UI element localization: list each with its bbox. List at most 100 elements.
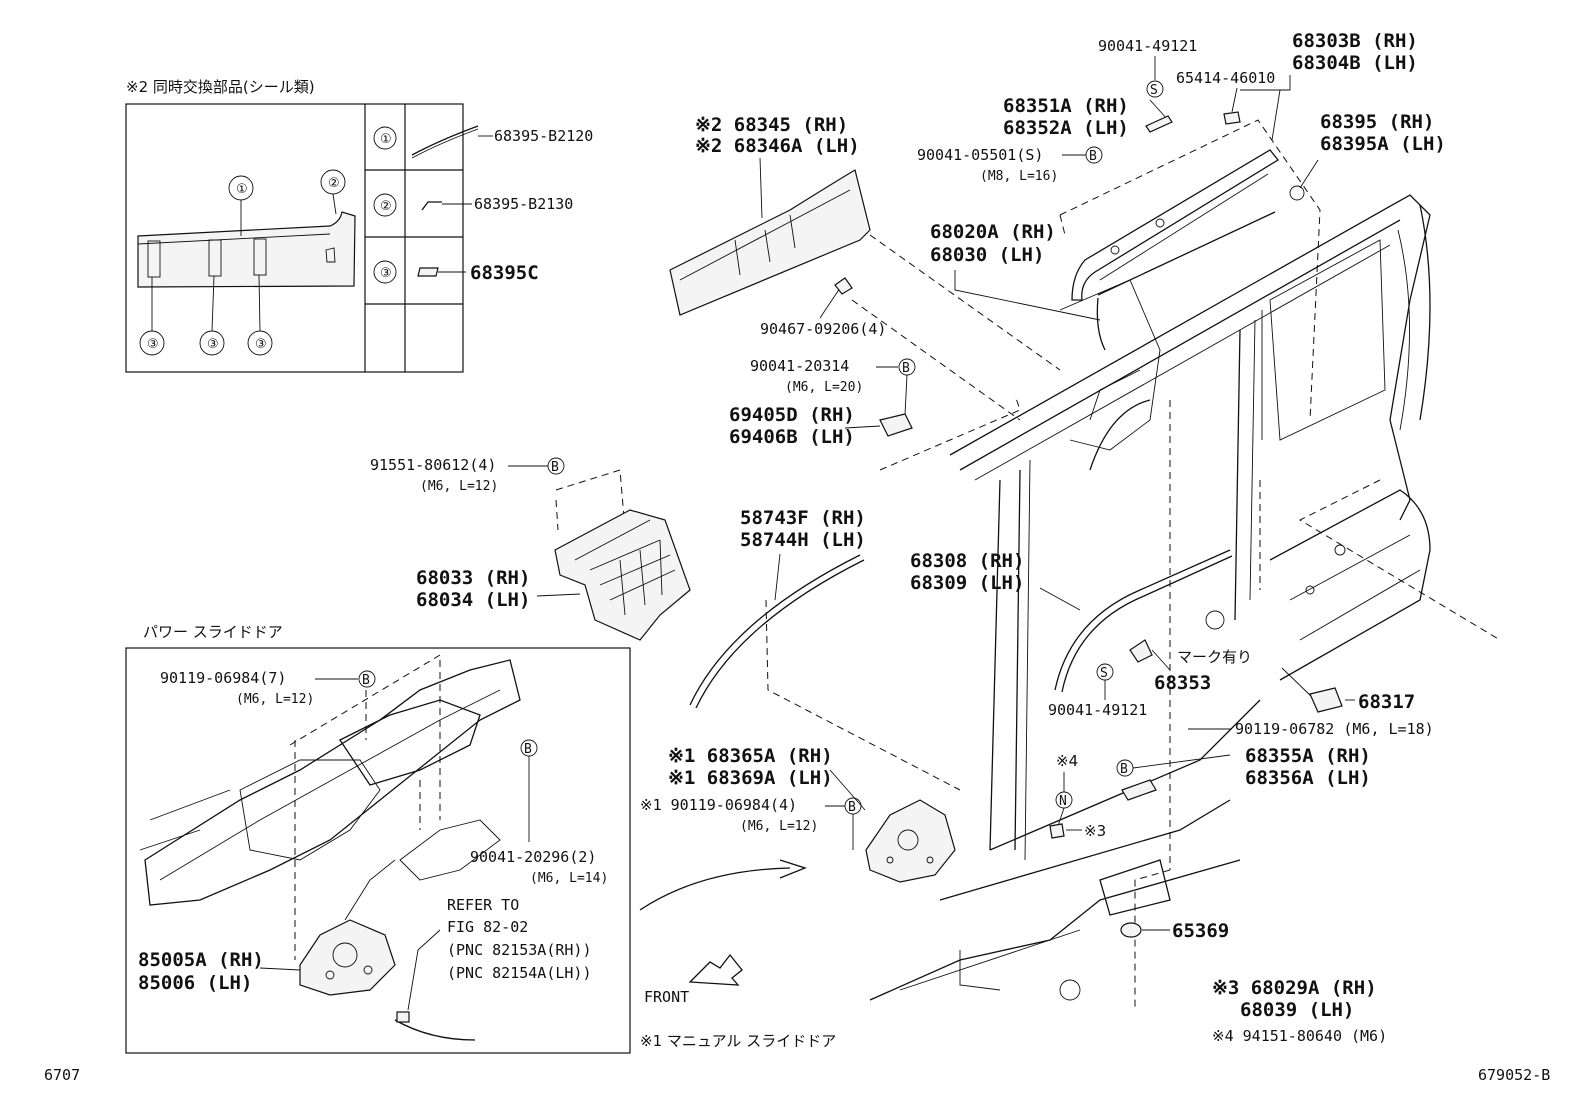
svg-text:③: ③: [255, 337, 267, 352]
label-refer-to: REFER TO: [447, 896, 519, 914]
seal-sketch: ① ② ③ ③ ③: [137, 169, 356, 356]
label-68355a: 68355A (RH): [1245, 745, 1371, 767]
seal-box-frame: [125, 103, 464, 373]
label-68345: ※2 68345 (RH): [695, 114, 848, 136]
seal-row-1: ① 68395-B2120: [373, 125, 593, 159]
label-65369: 65369: [1172, 920, 1229, 942]
front-indicator: FRONT: [639, 859, 807, 1006]
svg-text:①: ①: [236, 182, 248, 197]
power-door-box: パワー スライドドア 90119-06984(7) (M6, L=12) B B…: [125, 623, 631, 1054]
label-65414: 65414-46010: [1176, 69, 1275, 87]
svg-text:②: ②: [328, 176, 340, 191]
label-68365a: ※1 68365A (RH): [668, 745, 833, 767]
marker-n: N: [1059, 794, 1067, 809]
label-90467: 90467-09206(4): [760, 320, 886, 338]
label-68317: 68317: [1358, 691, 1415, 713]
front-label: FRONT: [644, 988, 689, 1006]
label-68030: 68030 (LH): [930, 244, 1044, 266]
svg-text:(M6, L=12): (M6, L=12): [740, 819, 818, 834]
power-box-title: パワー スライドドア: [143, 623, 283, 641]
label-90041-49121-top: 90041-49121: [1098, 37, 1197, 55]
body-structure: [869, 194, 1501, 1010]
label-90119-06782: 90119-06782 (M6, L=18): [1235, 720, 1434, 738]
part-upper-rail: 90041-49121 S 68303B (RH) 68304B (LH) 65…: [917, 30, 1446, 421]
label-90041-05501: 90041-05501(S): [917, 146, 1043, 164]
seal-row-3: ③ 68395C: [373, 260, 539, 284]
label-68395-rh: 68395 (RH): [1320, 111, 1434, 133]
part-68345-trim: ※2 68345 (RH) ※2 68346A (LH) 90467-09206…: [669, 114, 1061, 421]
label-85006: 85006 (LH): [138, 972, 252, 994]
label-91551: 91551-80612(4): [370, 456, 496, 474]
label-90119-06984-7: 90119-06984(7): [160, 669, 286, 687]
label-68304b: 68304B (LH): [1292, 52, 1418, 74]
row-marker-1: ①: [380, 132, 392, 147]
part-69405d-bracket: 90041-20314 (M6, L=20) B 69405D (RH) 694…: [729, 357, 1021, 471]
label-68303b: 68303B (RH): [1292, 30, 1418, 52]
svg-text:(M6, L=20): (M6, L=20): [785, 380, 863, 395]
seal-part-3: 68395C: [470, 262, 539, 284]
label-90041-20296: 90041-20296(2): [470, 848, 596, 866]
svg-text:(M6, L=12): (M6, L=12): [236, 692, 314, 707]
label-68369a: ※1 68369A (LH): [668, 767, 833, 789]
label-68356a: 68356A (LH): [1245, 767, 1371, 789]
svg-text:(PNC 82154A(LH)): (PNC 82154A(LH)): [447, 964, 592, 982]
svg-text:B: B: [1089, 149, 1097, 164]
label-68033: 68033 (RH): [416, 567, 530, 589]
label-69406b: 69406B (LH): [729, 426, 855, 448]
note-3-marker: ※3: [1084, 822, 1106, 840]
label-58743f: 58743F (RH): [740, 507, 866, 529]
page-number-right: 679052-B: [1478, 1066, 1550, 1084]
part-68308-rod: 68308 (RH) 68309 (LH) 68353 マーク有り 68317 …: [910, 549, 1415, 719]
label-68353: 68353: [1154, 672, 1211, 694]
part-65369: 65369: [1120, 920, 1229, 942]
seal-box: ※2 同時交換部品(シール類) ① 68395-B2120 ② 68395-B2…: [125, 78, 593, 373]
label-94151: ※4 94151-80640 (M6): [1212, 1027, 1387, 1045]
label-68352a: 68352A (LH): [1003, 117, 1129, 139]
svg-text:(M6, L=12): (M6, L=12): [420, 479, 498, 494]
label-68039: 68039 (LH): [1240, 999, 1354, 1021]
part-68033-module: 91551-80612(4) (M6, L=12) B 68033 (RH) 6…: [370, 456, 691, 641]
part-68355a: 90119-06782 (M6, L=18) B 68355A (RH) 683…: [1116, 720, 1434, 801]
svg-text:B: B: [524, 742, 532, 757]
svg-text:B: B: [1120, 762, 1128, 777]
label-68034: 68034 (LH): [416, 589, 530, 611]
svg-text:S: S: [1100, 666, 1108, 681]
svg-text:③: ③: [147, 337, 159, 352]
label-68351a: 68351A (RH): [1003, 95, 1129, 117]
label-90041-20314: 90041-20314: [750, 357, 849, 375]
svg-text:(M6, L=14): (M6, L=14): [530, 871, 608, 886]
label-69405d: 69405D (RH): [729, 404, 855, 426]
svg-text:(PNC 82153A(RH)): (PNC 82153A(RH)): [447, 941, 592, 959]
label-58744h: 58744H (LH): [740, 529, 866, 551]
marker-b: B: [362, 673, 370, 688]
power-door-mechanism: [139, 654, 521, 996]
label-85005a: 85005A (RH): [138, 949, 264, 971]
label-68346a: ※2 68346A (LH): [695, 135, 860, 157]
label-90119-06984-4: ※1 90119-06984(4): [640, 796, 797, 814]
part-58743f-strip: 58743F (RH) 58744H (LH): [689, 507, 961, 791]
svg-text:B: B: [902, 361, 910, 376]
svg-text:B: B: [551, 460, 559, 475]
label-mark: マーク有り: [1177, 648, 1252, 666]
svg-text:B: B: [848, 800, 856, 815]
marker-s: S: [1150, 83, 1158, 98]
label-68309: 68309 (LH): [910, 572, 1024, 594]
row-marker-3: ③: [380, 266, 392, 281]
svg-text:③: ③: [207, 337, 219, 352]
svg-text:FIG 82-02: FIG 82-02: [447, 918, 528, 936]
manual-note: ※1 マニュアル スライドドア: [640, 1032, 836, 1050]
seal-row-2: ② 68395-B2130: [373, 193, 573, 217]
note-4-marker: ※4: [1056, 752, 1078, 770]
label-90041-49121-mid: 90041-49121: [1048, 701, 1147, 719]
seal-box-title: ※2 同時交換部品(シール類): [126, 78, 315, 96]
seal-part-1: 68395-B2120: [494, 127, 593, 145]
page-number-left: 6707: [44, 1066, 80, 1084]
power-box-frame: [125, 647, 631, 1054]
label-68395a: 68395A (LH): [1320, 133, 1446, 155]
row-marker-2: ②: [380, 199, 392, 214]
seal-part-2: 68395-B2130: [474, 195, 573, 213]
note-markers: ※4 N ※3: [1049, 752, 1106, 840]
svg-text:(M8, L=16): (M8, L=16): [980, 169, 1058, 184]
